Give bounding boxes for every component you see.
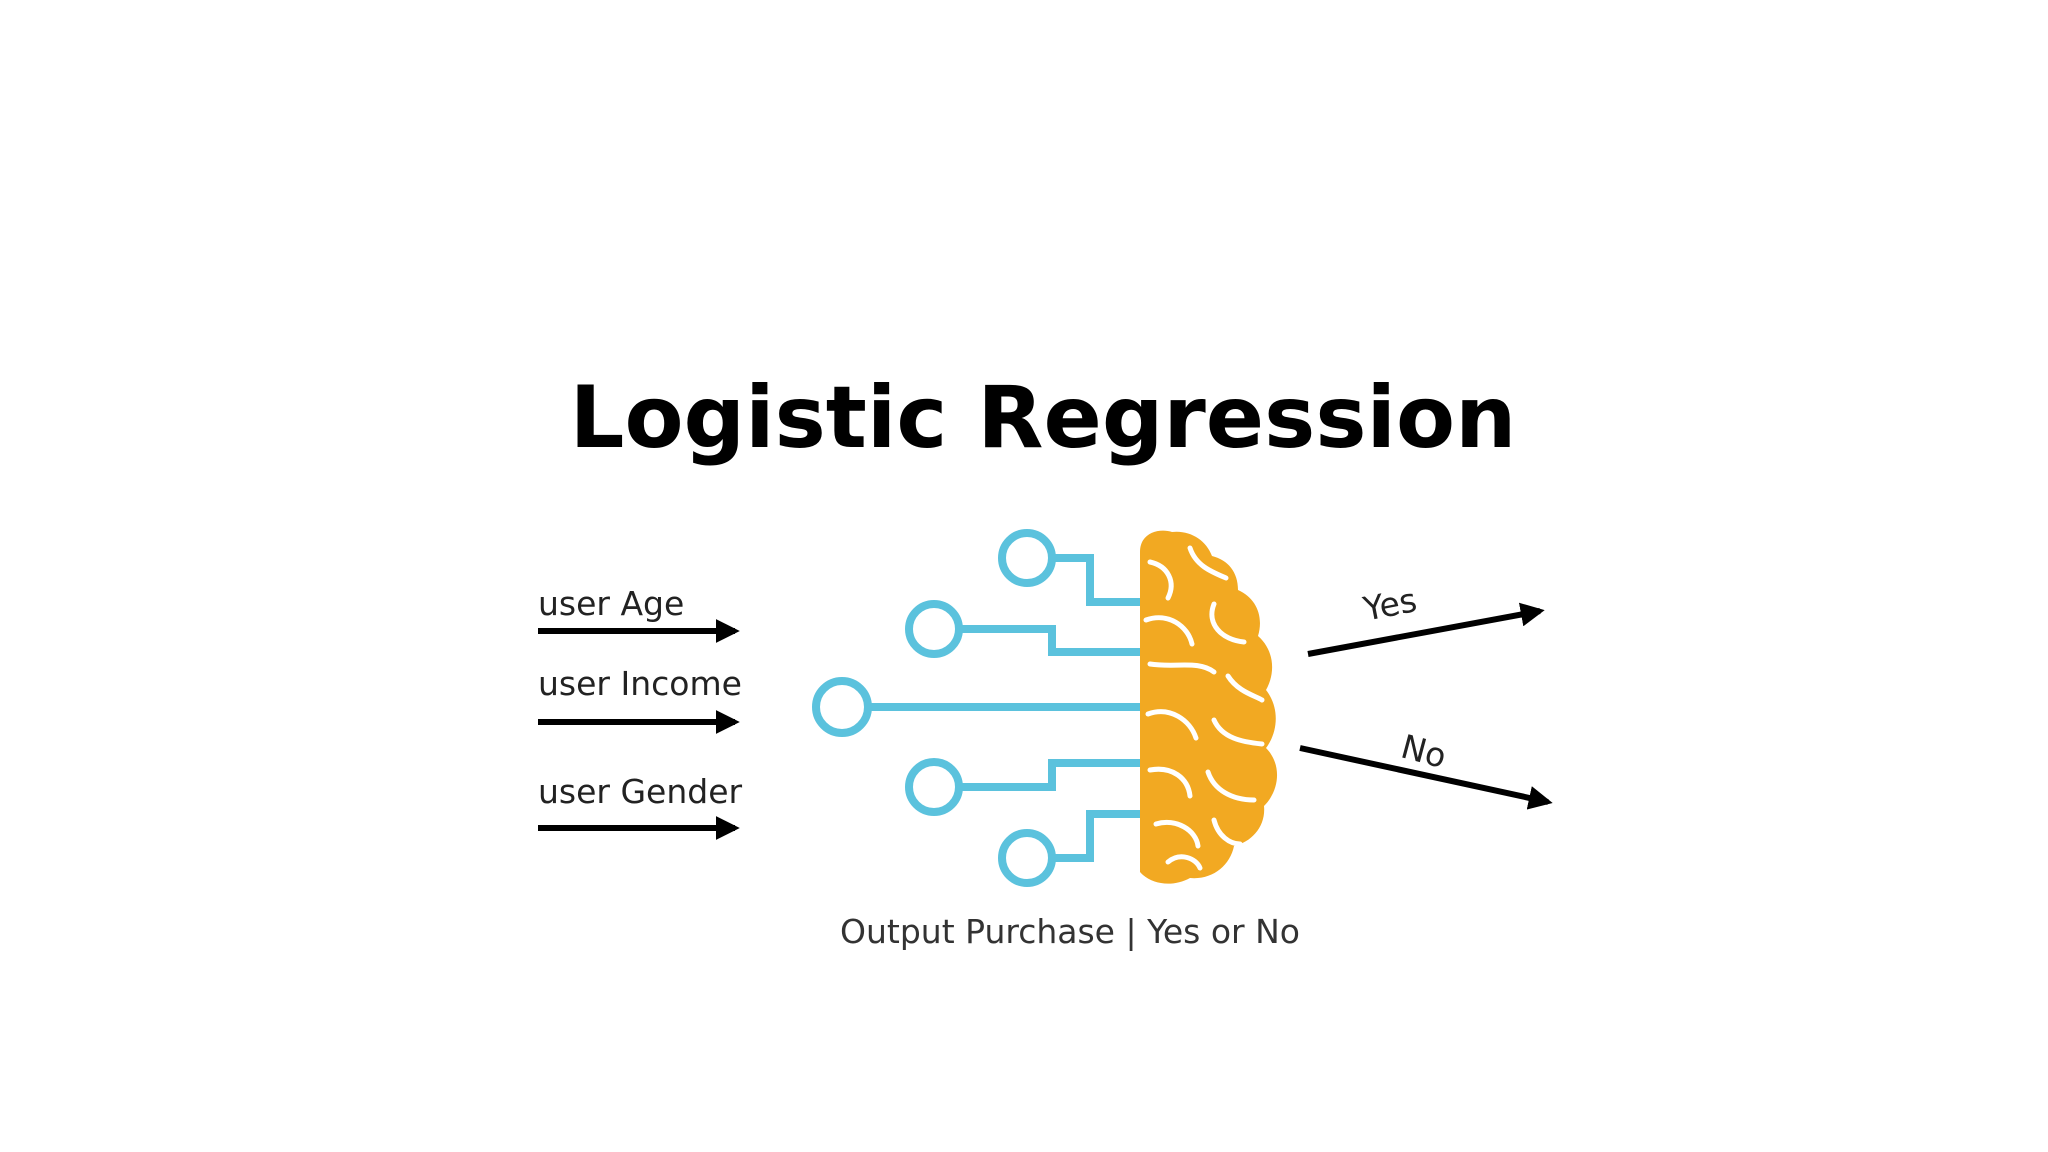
input-label-age: user Age [538,584,685,623]
input-label-gender: user Gender [538,772,743,811]
output-arrows [1299,602,1553,810]
brain-icon [1140,530,1278,884]
input-arrows [538,619,740,840]
arrow-icon [1299,745,1553,810]
circuit-icon [812,529,1140,887]
diagram-title: Logistic Regression [569,368,1517,468]
input-label-income: user Income [538,664,742,703]
arrow-icon [1307,602,1545,657]
output-caption: Output Purchase | Yes or No [840,912,1300,951]
